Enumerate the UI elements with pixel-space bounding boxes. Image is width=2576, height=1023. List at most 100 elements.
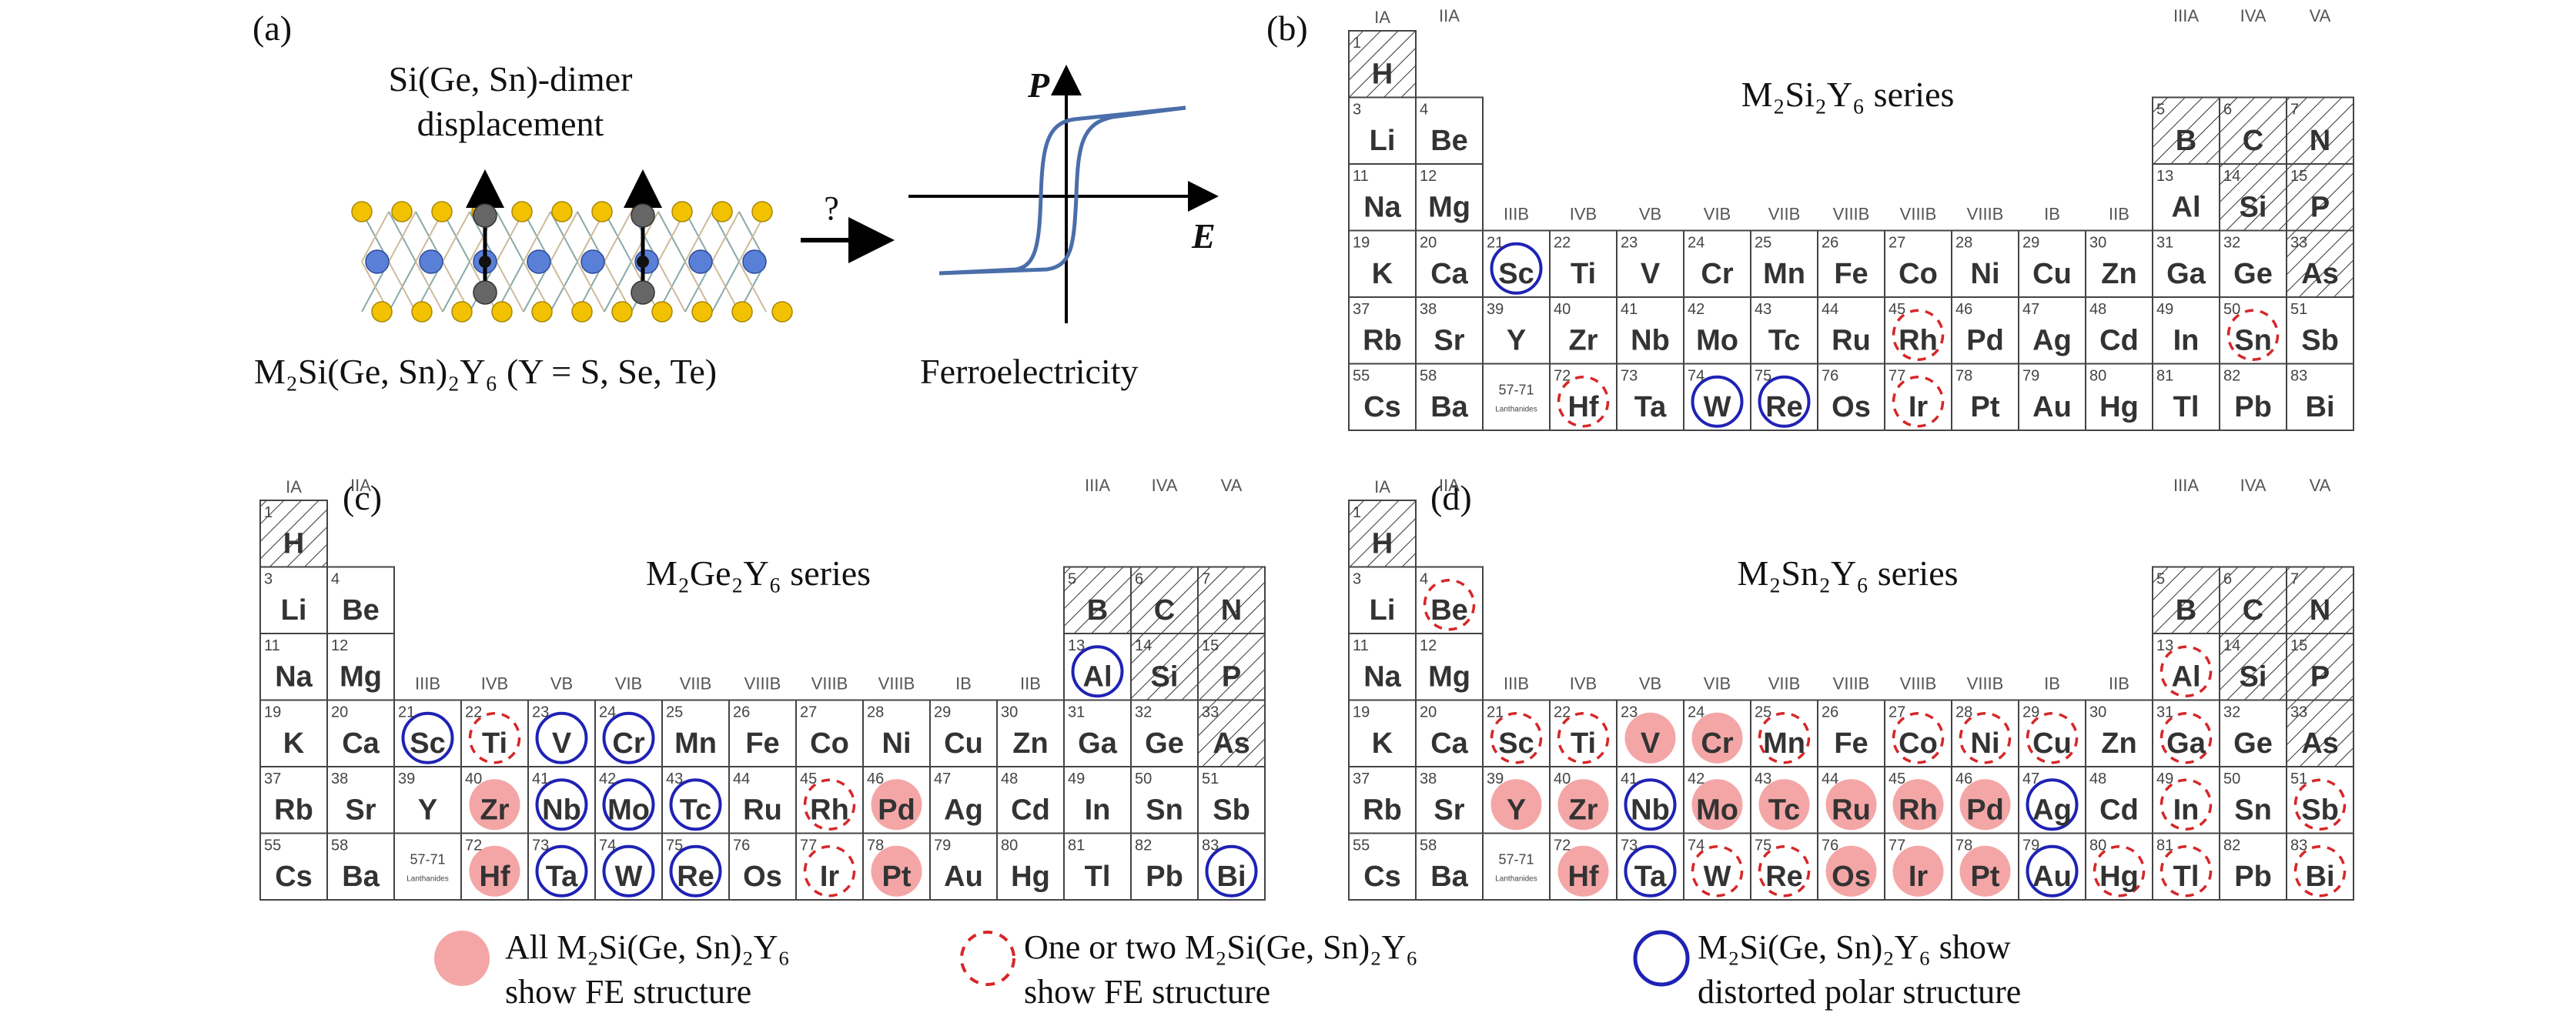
element-symbol: Ti [1571,727,1596,760]
fe-some-marker [1758,712,1811,764]
atomic-number: 47 [934,771,951,787]
atomic-number: 82 [1135,837,1152,854]
element-symbol: Cu [944,727,983,760]
chalcogen-atom [371,301,393,323]
element-symbol: Fe [1834,258,1868,290]
element-symbol: Mo [607,794,650,827]
atomic-number: 48 [2089,771,2106,787]
group-label: IIIB [1504,674,1529,694]
element-cell [527,832,596,901]
element-symbol: Mn [674,727,717,760]
element-symbol: Pt [1971,391,2000,423]
element-symbol: Hg [1011,861,1050,893]
element-P: 15P [2286,633,2354,701]
atomic-number: 32 [1135,704,1152,721]
element-cell [2018,363,2086,431]
atomic-number: 51 [2290,301,2307,318]
atomic-number: 75 [1755,368,1771,385]
atomic-number: 55 [1353,368,1370,385]
element-cell [2152,699,2220,767]
element-symbol: Bi [2306,861,2335,893]
element-symbol: P [2310,192,2330,224]
atomic-number: 28 [867,704,884,721]
panel-b-title: M₂Si₂Y₆ series [1741,75,1955,114]
element-symbol: P [1222,661,1241,694]
element-C: 6C [2219,566,2287,634]
element-symbol: Rh [1899,325,1938,357]
chalcogen-atom [611,301,633,323]
dimer-atom [473,203,497,228]
group-label: VB [1639,205,1661,224]
element-symbol: Al [2172,661,2201,694]
atomic-number: 25 [1755,235,1771,252]
chalcogen-atom [351,201,373,222]
polar-marker [2026,844,2079,898]
element-symbol: In [2173,794,2200,827]
atomic-number: 46 [1955,771,1972,787]
element-cell [1817,699,1885,767]
element-symbol: Au [2032,391,2072,423]
atomic-number: 22 [465,704,482,721]
group-label: IIA [1439,476,1460,495]
panel-a: (a) Si(Ge, Sn)-dimer displacement ? P E … [253,8,1219,391]
atomic-number: 44 [733,771,750,787]
atomic-number: 78 [1955,368,1972,385]
element-cell [1683,363,1751,431]
group-label: IIIA [2173,6,2199,25]
bond [604,211,632,262]
hatch-fill [1130,633,1199,701]
atomic-number: 40 [465,771,482,787]
atomic-number: 40 [1554,301,1571,318]
polar-marker [1071,645,1124,698]
element-symbol: N [1221,594,1242,627]
element-cell [1348,96,1417,165]
atomic-number: 28 [1955,704,1972,721]
element-cell [2286,832,2354,901]
element-symbol: Sr [345,794,376,827]
fe-all-marker [1758,779,1810,831]
element-P: 15P [1197,633,1266,701]
element-cell [1750,363,1818,431]
atomic-number: 28 [1955,235,1972,252]
atomic-number: 45 [1889,301,1905,318]
atomic-number: 13 [2156,168,2173,185]
element-symbol: Bi [1217,861,1246,893]
element-symbol: Hg [2099,391,2139,423]
atomic-number: 55 [1353,837,1370,854]
atomic-number: 43 [1755,301,1771,318]
element-symbol: Fe [1834,727,1868,760]
chalcogen-atom [731,301,753,323]
panel-c-label: (c) [343,478,382,517]
element-cell [1616,766,1684,834]
element-symbol: Re [1765,391,1803,423]
element-symbol: Ir [1909,391,1929,423]
element-symbol: Hg [2099,861,2139,893]
element-symbol: H [1372,528,1393,560]
atomic-number: 24 [1688,235,1705,252]
element-cell [1482,363,1551,431]
atomic-number: 7 [2290,102,2299,119]
